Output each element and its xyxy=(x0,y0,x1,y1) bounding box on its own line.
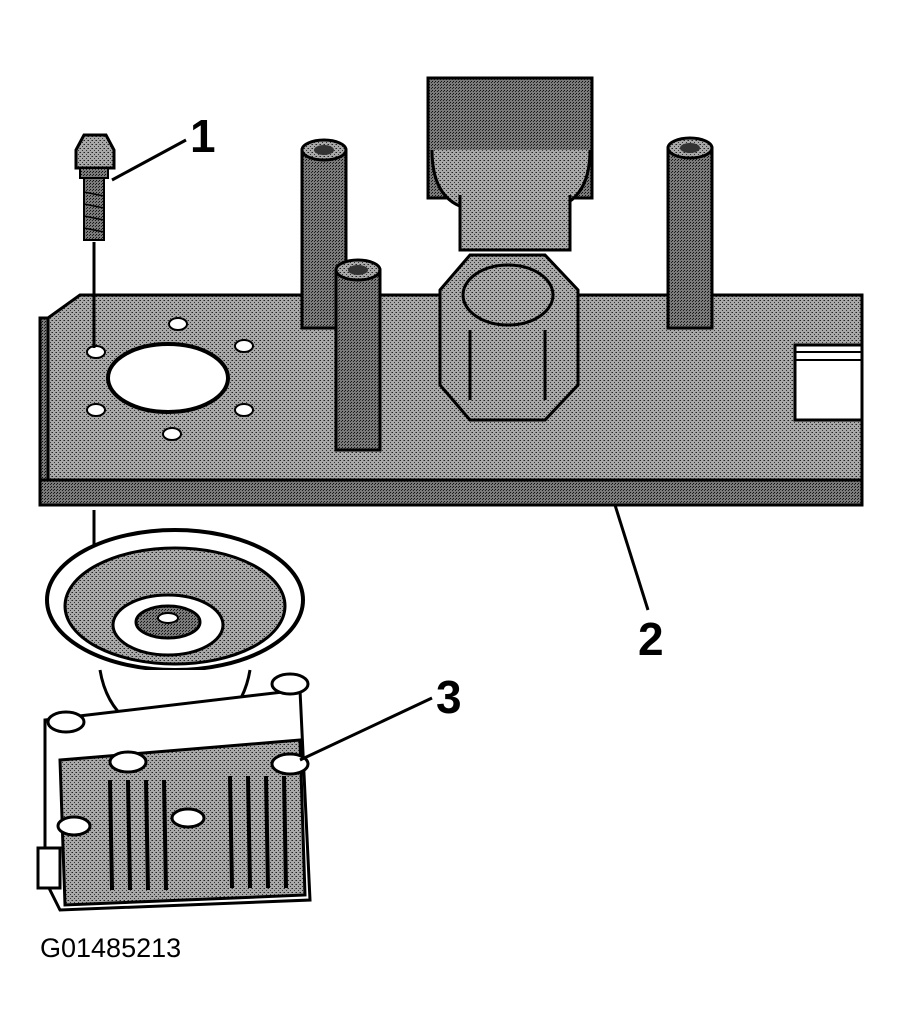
callout-2: 2 xyxy=(638,613,664,665)
callout-3: 3 xyxy=(436,671,462,723)
leader-line-3 xyxy=(299,696,433,762)
guide-pin-right-rear xyxy=(666,136,714,330)
leader-line-1 xyxy=(111,138,187,182)
leader-lines xyxy=(111,138,650,762)
press-ram xyxy=(426,76,594,252)
pump-fins xyxy=(108,775,288,891)
guide-pin-front xyxy=(334,258,382,452)
callout-1: 1 xyxy=(190,110,216,162)
hex-adapter xyxy=(438,253,580,422)
pump-assembly xyxy=(36,528,312,912)
leader-line-2 xyxy=(613,504,650,611)
figure-id: G01485213 xyxy=(40,933,181,963)
